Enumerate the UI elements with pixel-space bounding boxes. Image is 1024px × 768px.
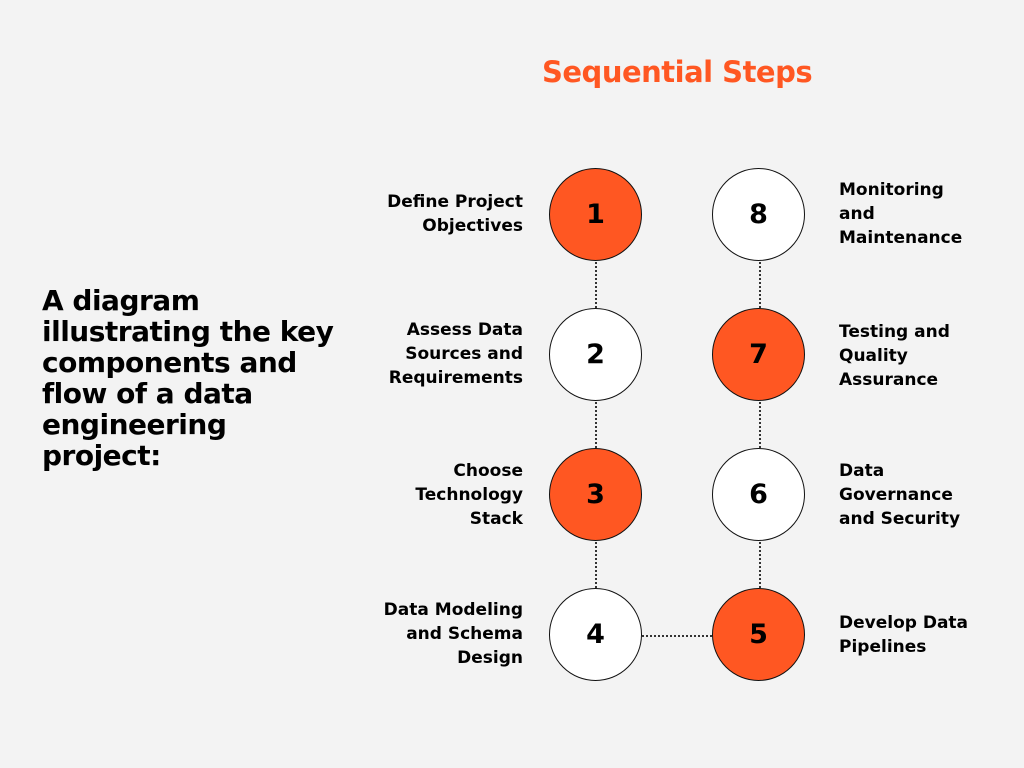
step-8-label: Monitoring and Maintenance xyxy=(839,180,963,248)
step-4-label: Data Modeling and Schema Design xyxy=(383,600,523,668)
step-5-label: Develop Data Pipelines xyxy=(839,613,969,657)
step-1-circle: 1 xyxy=(549,168,642,261)
step-5-circle: 5 xyxy=(712,588,805,681)
connector-6-7 xyxy=(759,402,761,448)
diagram-title: Sequential Steps xyxy=(542,55,813,89)
step-2-circle: 2 xyxy=(549,308,642,401)
intro-text: A diagram illustrating the key component… xyxy=(42,284,334,472)
step-4-circle: 4 xyxy=(549,588,642,681)
step-6-circle: 6 xyxy=(712,448,805,541)
step-7-label: Testing and Quality Assurance xyxy=(839,322,950,390)
step-7-circle: 7 xyxy=(712,308,805,401)
connector-3-4 xyxy=(595,542,597,588)
connector-1-2 xyxy=(595,262,597,308)
connector-7-8 xyxy=(759,262,761,308)
step-8-circle: 8 xyxy=(712,168,805,261)
connector-4-5 xyxy=(642,635,712,637)
connector-5-6 xyxy=(759,542,761,588)
step-6-label: Data Governance and Security xyxy=(839,461,961,529)
step-2-label: Assess Data Sources and Requirements xyxy=(388,320,523,388)
step-3-label: Choose Technology Stack xyxy=(415,461,523,529)
step-3-circle: 3 xyxy=(549,448,642,541)
connector-2-3 xyxy=(595,402,597,448)
step-1-label: Define Project Objectives xyxy=(387,192,523,236)
